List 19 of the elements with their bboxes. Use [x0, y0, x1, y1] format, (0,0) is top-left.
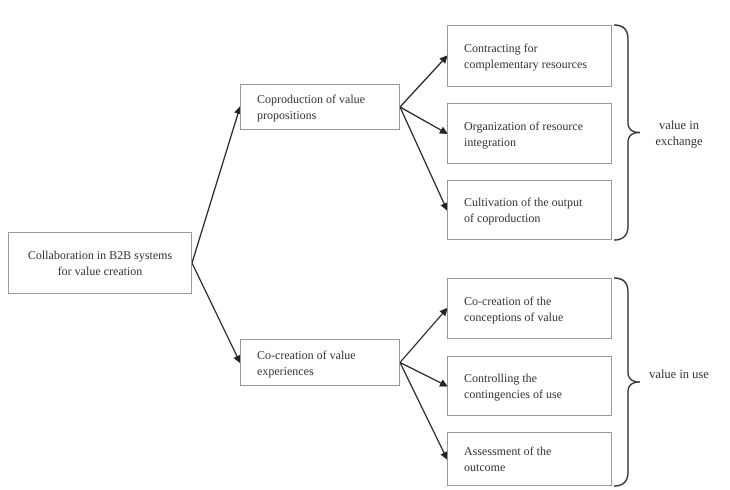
arrow	[191, 106, 242, 264]
process-box: Contracting for complementary resources	[447, 25, 612, 87]
process-box: Assessment of the outcome	[447, 432, 612, 486]
arrow	[400, 55, 448, 108]
process-box: Collaboration in B2B systems for value creation	[8, 232, 192, 294]
bracket-label: value in exchange	[654, 116, 704, 148]
process-box: Organization of resource integration	[447, 103, 612, 164]
process-box: Controlling the contingencies of use	[447, 356, 612, 416]
process-box: Co-creation of the conceptions of value	[447, 278, 612, 339]
arrow	[400, 106, 448, 134]
arrow	[191, 262, 241, 364]
arrow	[400, 308, 448, 363]
process-box: Coproduction of value propositions	[240, 84, 400, 130]
arrow	[400, 362, 448, 387]
process-box: Co-creation of value experiences	[240, 339, 400, 386]
arrow	[399, 106, 448, 211]
arrow	[399, 362, 448, 460]
bracket-label: value in use	[648, 366, 710, 382]
process-box: Cultivation of the output of coproduction	[447, 180, 612, 240]
